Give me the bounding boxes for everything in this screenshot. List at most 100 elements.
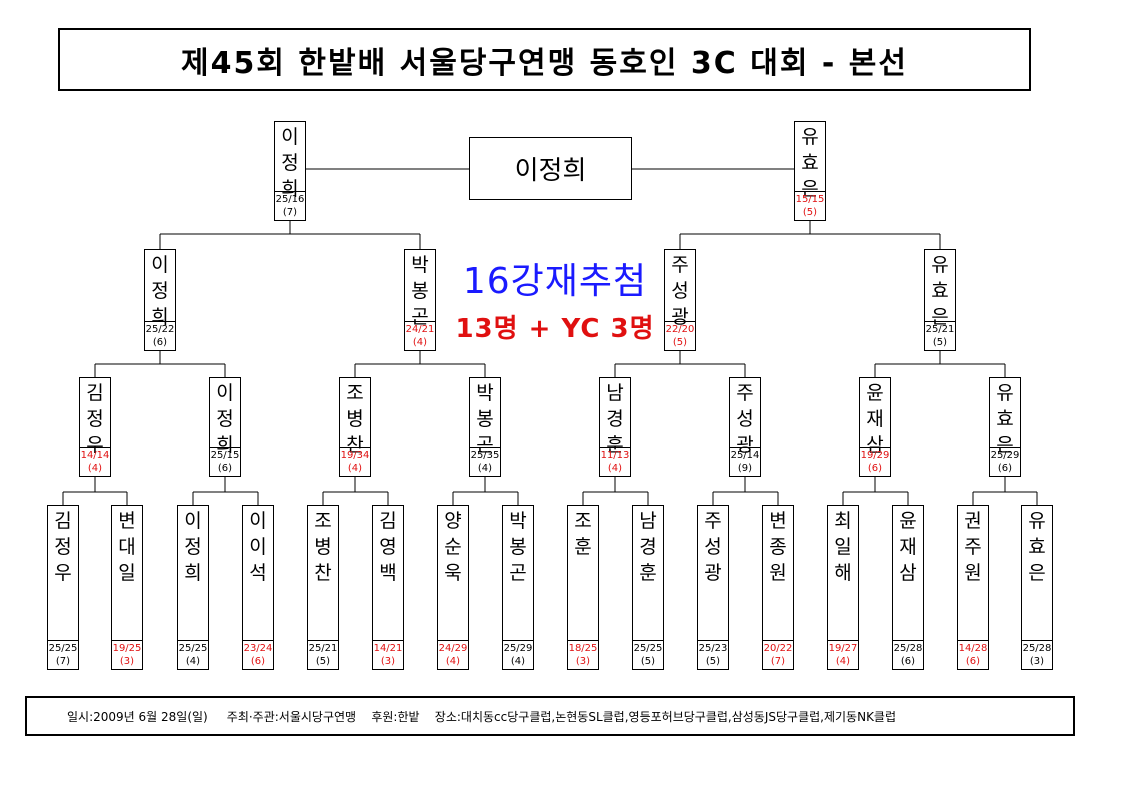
player-score: 25/28 (3)	[1022, 640, 1052, 669]
inning-count: (4)	[477, 463, 493, 474]
score-value: 25/22	[145, 324, 175, 335]
player-score: 25/28(6)	[893, 640, 923, 669]
inning-count: (3)	[380, 656, 396, 667]
inning-count: (4)	[835, 656, 851, 667]
player-score: 25/29(4)	[503, 640, 533, 669]
score-value: 24/29	[438, 643, 468, 654]
score-value: 25/16	[275, 194, 305, 205]
score-value: 19/27	[828, 643, 858, 654]
inning-count: (6)	[867, 463, 883, 474]
score-value: 25/21	[308, 643, 338, 654]
inning-count: (4)	[445, 656, 461, 667]
inning-count: (7)	[770, 656, 786, 667]
inning-count: (4)	[607, 463, 623, 474]
player-score: 25/14(9)	[730, 447, 760, 476]
player-score: 25/23 (5)	[698, 640, 728, 669]
score-value: 18/25	[568, 643, 598, 654]
inning-count: (4)	[347, 463, 363, 474]
score-value: 25/21	[925, 324, 955, 335]
inning-count: (6)	[997, 463, 1013, 474]
player-score: 25/21(5)	[308, 640, 338, 669]
inning-count: (3)	[119, 656, 135, 667]
score-value: 25/35	[470, 450, 500, 461]
score-value: 22/20	[665, 324, 695, 335]
inning-count: (6)	[965, 656, 981, 667]
player-score: 24/29 (4)	[438, 640, 468, 669]
inning-count: (5)	[672, 337, 688, 348]
player-score: 19/29 (6)	[860, 447, 890, 476]
score-value: 14/28	[958, 643, 988, 654]
player-score: 19/25(3)	[112, 640, 142, 669]
score-value: 25/28	[1022, 643, 1052, 654]
inning-count: (3)	[1029, 656, 1045, 667]
score-value: 23/24	[243, 643, 273, 654]
score-value: 25/15	[210, 450, 240, 461]
player-score: 24/21(4)	[405, 321, 435, 350]
player-score: 20/22 (7)	[763, 640, 793, 669]
inning-count: (5)	[705, 656, 721, 667]
player-score: 25/22 (6)	[145, 321, 175, 350]
player-score: 15/15(5)	[795, 191, 825, 220]
inning-count: (6)	[217, 463, 233, 474]
score-value: 25/23	[698, 643, 728, 654]
score-value: 25/25	[178, 643, 208, 654]
score-value: 25/25	[633, 643, 663, 654]
champion-box: 이정희	[469, 137, 632, 200]
player-score: 25/15 (6)	[210, 447, 240, 476]
inning-count: (4)	[510, 656, 526, 667]
inning-count: (6)	[152, 337, 168, 348]
inning-count: (6)	[900, 656, 916, 667]
inning-count: (5)	[802, 207, 818, 218]
inning-count: (4)	[87, 463, 103, 474]
player-score: 25/29(6)	[990, 447, 1020, 476]
player-score: 25/35 (4)	[470, 447, 500, 476]
score-value: 25/14	[730, 450, 760, 461]
inning-count: (5)	[932, 337, 948, 348]
score-value: 19/29	[860, 450, 890, 461]
score-value: 24/21	[405, 324, 435, 335]
player-score: 25/25(5)	[633, 640, 663, 669]
score-value: 25/25	[48, 643, 78, 654]
score-value: 20/22	[763, 643, 793, 654]
player-score: 25/25(7)	[48, 640, 78, 669]
